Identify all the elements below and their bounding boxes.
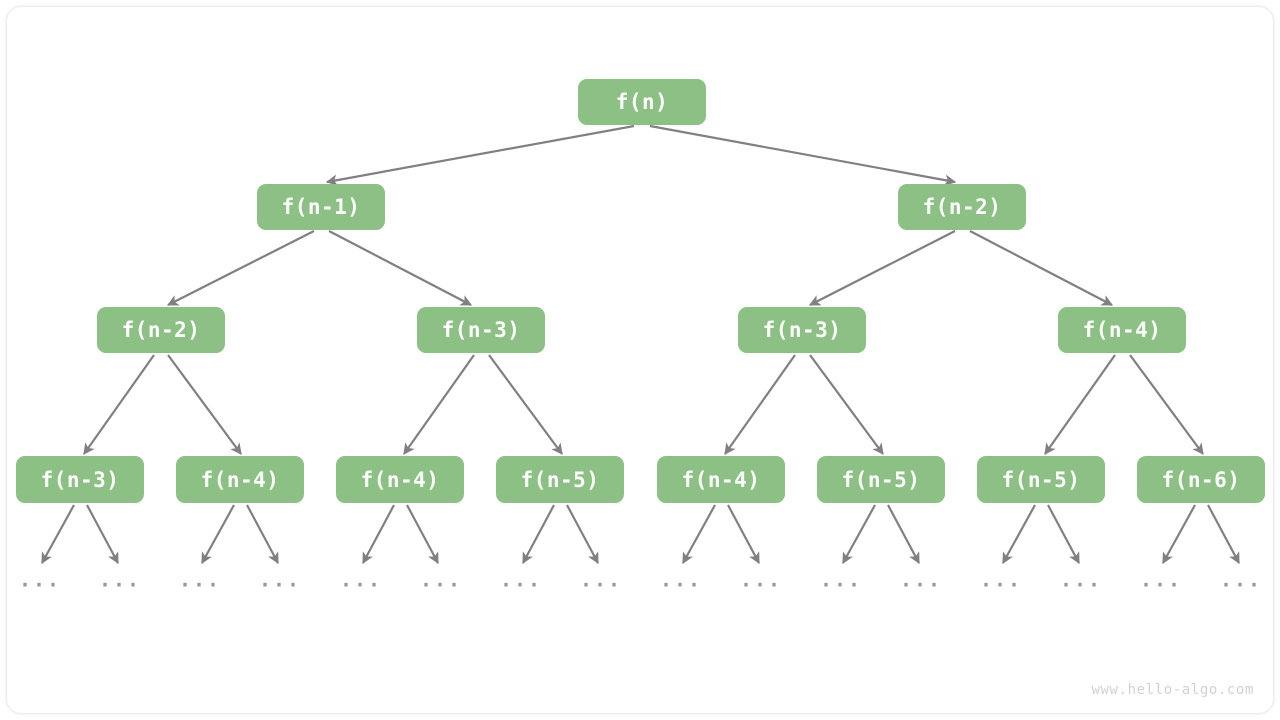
tree-node-l0n0[interactable]: f(n)	[578, 79, 706, 125]
tree-edge	[246, 504, 279, 565]
tree-edge	[86, 504, 119, 565]
tree-edge	[362, 504, 395, 565]
ellipsis-marker: ···	[579, 573, 623, 597]
tree-edge	[887, 504, 920, 565]
tree-node-l3n3[interactable]: f(n-5)	[496, 456, 624, 503]
tree-edge	[1044, 354, 1116, 455]
ellipsis-marker: ···	[1219, 573, 1263, 597]
ellipsis-marker: ···	[419, 573, 463, 597]
tree-node-label: f(n-5)	[841, 467, 921, 492]
tree-edge	[201, 504, 235, 565]
tree-node-l2n3[interactable]: f(n-4)	[1058, 307, 1186, 353]
tree-edge	[406, 504, 439, 565]
tree-node-l1n0[interactable]: f(n-1)	[257, 184, 385, 230]
ellipsis-marker: ···	[979, 573, 1023, 597]
tree-node-l2n0[interactable]: f(n-2)	[97, 307, 225, 353]
ellipsis-marker: ···	[499, 573, 543, 597]
tree-node-label: f(n-4)	[360, 467, 440, 492]
tree-edge	[166, 230, 315, 306]
edge-group	[41, 124, 1240, 565]
tree-node-l3n2[interactable]: f(n-4)	[336, 456, 464, 503]
ellipsis-marker: ···	[659, 573, 703, 597]
tree-node-label: f(n-2)	[922, 195, 1002, 219]
tree-edge	[328, 230, 473, 306]
tree-edge	[1002, 504, 1036, 565]
tree-node-label: f(n-5)	[1001, 467, 1081, 492]
tree-edge	[488, 354, 563, 455]
tree-edge	[682, 504, 716, 565]
tree-edge	[167, 354, 242, 455]
ellipsis-marker: ···	[899, 573, 943, 597]
tree-node-label: f(n-5)	[520, 467, 600, 492]
tree-edge	[83, 354, 155, 455]
tree-edge	[1129, 354, 1204, 455]
tree-node-label: f(n-3)	[762, 318, 842, 342]
tree-node-label: f(n-6)	[1161, 467, 1241, 492]
tree-edge	[403, 354, 475, 455]
tree-node-l3n6[interactable]: f(n-5)	[977, 456, 1105, 503]
tree-edge	[1207, 504, 1240, 565]
tree-node-label: f(n-2)	[121, 318, 201, 342]
tree-edge	[522, 504, 555, 565]
tree-node-label: f(n)	[615, 90, 669, 114]
tree-node-label: f(n-4)	[200, 467, 280, 492]
tree-node-label: f(n-1)	[281, 195, 361, 219]
tree-node-l3n5[interactable]: f(n-5)	[817, 456, 945, 503]
tree-edge	[41, 504, 75, 565]
tree-edge	[724, 354, 796, 455]
tree-edge	[809, 354, 884, 455]
ellipsis-marker: ···	[18, 573, 62, 597]
tree-edge	[566, 504, 599, 565]
ellipsis-marker: ···	[98, 573, 142, 597]
tree-edge	[1162, 504, 1196, 565]
tree-edge	[649, 124, 957, 186]
tree-edge	[727, 504, 760, 565]
ellipsis-marker: ···	[178, 573, 222, 597]
ellipsis-marker: ···	[739, 573, 783, 597]
ellipsis-marker: ···	[339, 573, 383, 597]
tree-node-l3n0[interactable]: f(n-3)	[16, 456, 144, 503]
tree-node-l3n4[interactable]: f(n-4)	[657, 456, 785, 503]
tree-node-label: f(n-3)	[441, 318, 521, 342]
ellipsis-marker: ···	[1139, 573, 1183, 597]
tree-edge	[325, 124, 635, 186]
tree-node-l2n2[interactable]: f(n-3)	[738, 307, 866, 353]
tree-node-label: f(n-4)	[681, 467, 761, 492]
tree-node-label: f(n-3)	[40, 467, 120, 492]
ellipsis-marker: ···	[1059, 573, 1103, 597]
tree-node-l3n1[interactable]: f(n-4)	[176, 456, 304, 503]
tree-edge	[842, 504, 876, 565]
tree-node-l2n1[interactable]: f(n-3)	[417, 307, 545, 353]
tree-node-l3n7[interactable]: f(n-6)	[1137, 456, 1265, 503]
ellipsis-marker: ···	[819, 573, 863, 597]
tree-node-label: f(n-4)	[1082, 318, 1162, 342]
tree-node-l1n1[interactable]: f(n-2)	[898, 184, 1026, 230]
watermark-label: www.hello-algo.com	[1091, 682, 1254, 698]
tree-edge	[969, 230, 1114, 306]
tree-edge	[1047, 504, 1080, 565]
tree-edge	[808, 230, 956, 306]
ellipsis-marker: ···	[258, 573, 302, 597]
